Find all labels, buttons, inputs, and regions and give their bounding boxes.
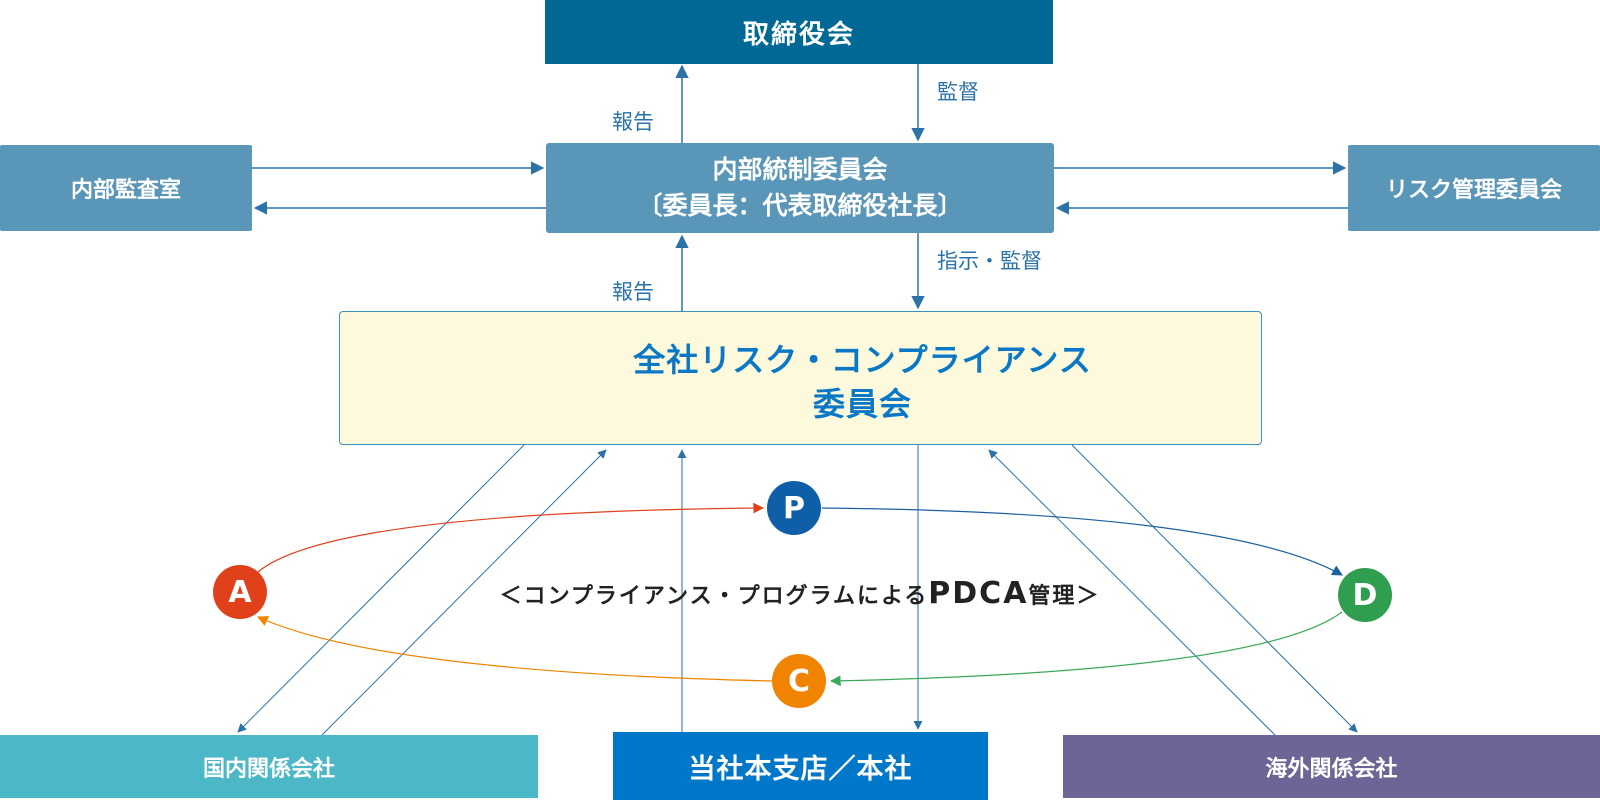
compliance-committee-title: 全社リスク・コンプライアンス 委員会 (600, 338, 1125, 426)
cycle-c-to-a (257, 616, 773, 682)
risk-committee-label: リスク管理委員会 (1385, 178, 1562, 203)
compliance-title-line1: 全社リスク・コンプライアンス (633, 341, 1092, 379)
arrow-comp-to-domestic (237, 444, 525, 733)
instruct-supervise-label: 指示・監督 (937, 249, 1042, 273)
report-label-upper: 報告 (612, 110, 654, 134)
headquarters-label: 当社本支店／本社 (688, 753, 913, 785)
board-label: 取締役会 (742, 19, 855, 50)
pdca-act-circle: A (213, 565, 267, 619)
pdca-check-letter: C (787, 663, 811, 699)
arrow-overseas-to-comp (988, 449, 1276, 736)
cycle-p-to-d (821, 507, 1343, 576)
internal-control-title: 内部統制委員会 (712, 155, 888, 184)
internal-audit-label: 内部監査室 (70, 178, 181, 203)
overseas-label: 海外関係会社 (1265, 756, 1398, 782)
overseas-affiliates-box: 海外関係会社 (1063, 735, 1600, 798)
pdca-do-letter: D (1352, 577, 1378, 613)
pdca-caption-suffix: 管理＞ (1028, 584, 1101, 609)
pdca-plan-circle: P (767, 481, 821, 535)
compliance-committee-box (339, 311, 1262, 445)
report-label-lower: 報告 (612, 280, 654, 304)
arrow-comp-to-overseas (1071, 444, 1358, 733)
risk-management-committee-box: リスク管理委員会 (1348, 145, 1600, 231)
board-of-directors-box: 取締役会 (545, 0, 1053, 64)
domestic-label: 国内関係会社 (202, 756, 335, 782)
supervise-label: 監督 (937, 80, 979, 104)
domestic-affiliates-box: 国内関係会社 (0, 735, 538, 798)
compliance-title-line2: 委員会 (812, 385, 912, 423)
pdca-caption-prefix: ＜コンプライアンス・プログラムによる (499, 584, 929, 609)
headquarters-box: 当社本支店／本社 (613, 732, 988, 800)
cycle-a-to-p (257, 502, 765, 573)
pdca-caption: ＜コンプライアンス・プログラムによるPDCA管理＞ (455, 576, 1145, 611)
pdca-caption-pdca: PDCA (928, 576, 1029, 611)
internal-audit-box: 内部監査室 (0, 145, 252, 231)
internal-control-chair: 〔委員長：代表取締役社長〕 (637, 191, 963, 220)
cycle-d-to-c (829, 611, 1343, 687)
pdca-do-circle: D (1338, 568, 1392, 622)
arrow-domestic-to-comp (321, 449, 607, 736)
pdca-act-letter: A (228, 574, 252, 610)
internal-control-committee-box: 内部統制委員会 〔委員長：代表取締役社長〕 (546, 143, 1054, 233)
pdca-plan-letter: P (783, 490, 805, 526)
pdca-check-circle: C (772, 654, 826, 708)
